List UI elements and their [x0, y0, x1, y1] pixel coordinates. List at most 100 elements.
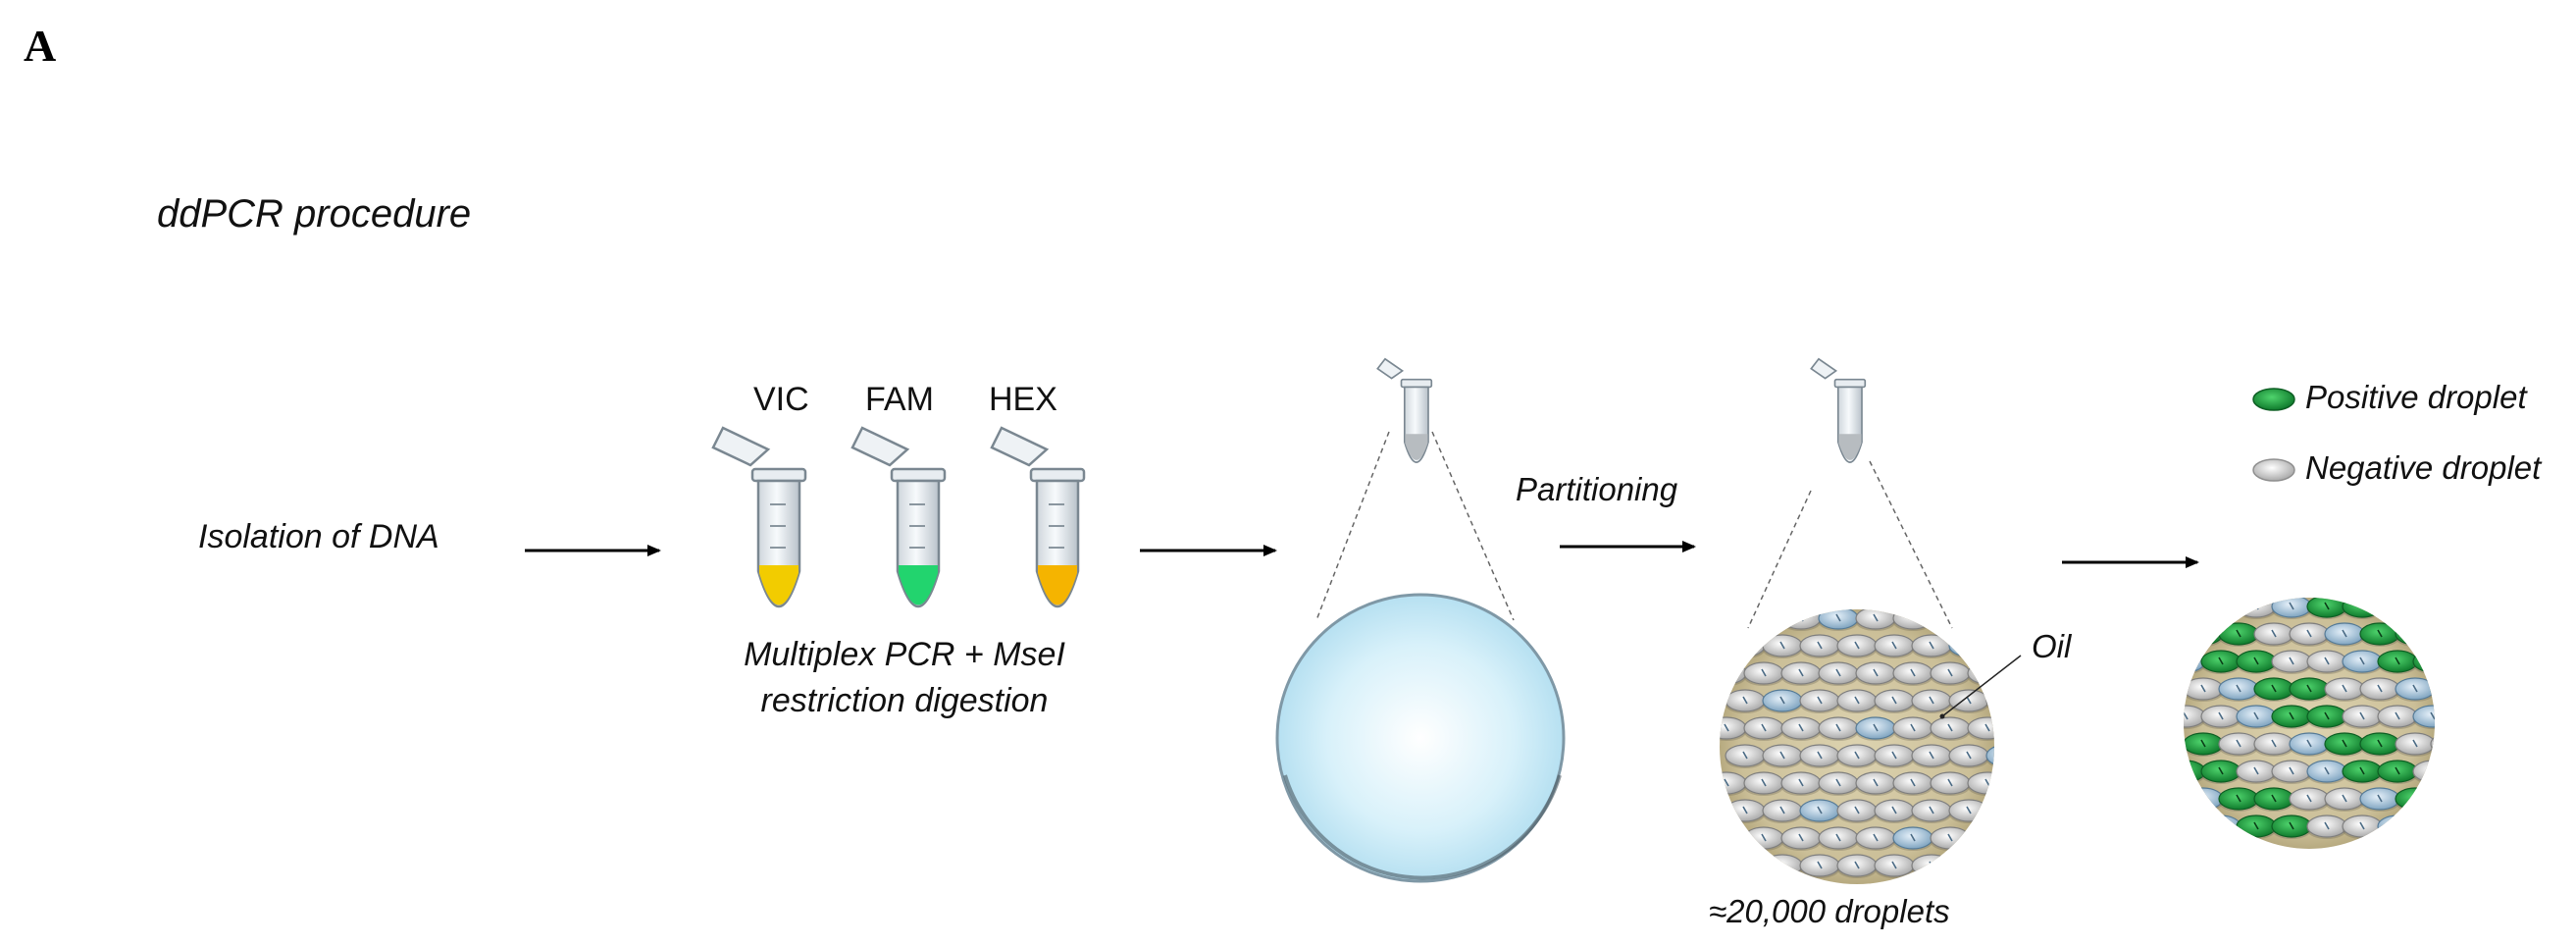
droplet-positive-49 [2200, 760, 2241, 784]
droplet-negative-51 [1818, 771, 1859, 796]
droplet-positive-58 [2253, 787, 2294, 812]
droplet-negative-25 [1762, 689, 1803, 713]
droplet-negative-74 [1799, 854, 1840, 878]
droplet-positive-62 [2395, 787, 2435, 812]
droplet-negative-61 [1911, 799, 1952, 823]
droplet-negative-8 [1725, 634, 1766, 658]
droplet-positive-67 [2271, 815, 2312, 839]
droplet-negative-46 [2395, 732, 2435, 757]
droplet-positive-14 [2395, 622, 2435, 647]
droplet-negative-62 [1948, 799, 1989, 823]
legend-positive-label: Positive droplet [2305, 379, 2527, 415]
droplet-negative-30 [1948, 689, 1989, 713]
droplet-negative-69 [2342, 815, 2383, 839]
droplet-negative-71 [1967, 826, 1994, 851]
droplet-negative-57 [1762, 799, 1803, 823]
droplet-negative-13 [1911, 634, 1952, 658]
droplet-positive-66 [2236, 815, 2277, 839]
droplet-positive-0 [2184, 598, 2206, 619]
droplet-positive-26 [2253, 677, 2294, 702]
droplet-positive-23 [2412, 650, 2435, 674]
droplet-negative-33 [2200, 705, 2241, 729]
droplet-negative-38 [2377, 705, 2418, 729]
droplet-negative-22 [1930, 661, 1971, 686]
droplet-negative-66 [1780, 826, 1822, 851]
droplet-negative-73 [1762, 854, 1803, 878]
droplet-negative-70 [2377, 815, 2418, 839]
droplet-negative-27 [1836, 689, 1878, 713]
droplet-negative-56 [2184, 787, 2224, 812]
zoom-line-left-2 [1747, 490, 1812, 629]
droplet-negative-70 [1930, 826, 1971, 851]
droplet-positive-48 [2184, 760, 2206, 784]
droplet-negative-42 [2253, 732, 2294, 757]
droplet-negative-65 [2200, 815, 2241, 839]
droplet-negative-55 [2412, 760, 2435, 784]
tube-vic [711, 426, 807, 607]
droplet-negative-41 [2218, 732, 2259, 757]
droplet-negative-52 [1855, 771, 1896, 796]
legend-negative-droplet [2252, 458, 2295, 482]
droplet-positive-4 [2306, 598, 2347, 619]
droplet-negative-16 [2184, 650, 2206, 674]
droplet-negative-79 [1985, 854, 1994, 878]
droplet-negative-4 [1855, 609, 1896, 631]
droplet-positive-8 [2184, 622, 2224, 647]
droplet-negative-58 [1799, 799, 1840, 823]
droplet-negative-61 [2359, 787, 2400, 812]
droplet-positive-17 [2200, 650, 2241, 674]
droplet-negative-1 [1743, 609, 1784, 631]
tube-partition-icon [1810, 357, 1867, 463]
droplet-negative-30 [2395, 677, 2435, 702]
droplet-negative-12 [2324, 622, 2365, 647]
droplet-negative-60 [2324, 787, 2365, 812]
droplet-negative-49 [1743, 771, 1784, 796]
droplet-negative-53 [1892, 771, 1933, 796]
droplet-negative-50 [2236, 760, 2277, 784]
droplet-negative-78 [1948, 854, 1989, 878]
droplet-positive-22 [2377, 650, 2418, 674]
droplet-positive-9 [2218, 622, 2259, 647]
droplet-negative-76 [1874, 854, 1915, 878]
droplet-negative-15 [1985, 634, 1994, 658]
zoom-line-right-2 [1869, 460, 1953, 629]
tube-hex [990, 426, 1086, 607]
droplet-negative-46 [1948, 744, 1989, 768]
droplet-negative-39 [1967, 716, 1994, 741]
droplet-negative-68 [2306, 815, 2347, 839]
legend-negative-label: Negative droplet [2305, 449, 2542, 486]
oil-pointer-line [1941, 655, 2022, 717]
droplet-negative-17 [1743, 661, 1784, 686]
step-isolation-label: Isolation of DNA [198, 518, 439, 555]
droplet-negative-18 [1780, 661, 1822, 686]
droplet-negative-21 [2342, 650, 2383, 674]
droplet-negative-3 [1818, 609, 1859, 631]
droplet-negative-55 [1967, 771, 1994, 796]
droplet-negative-33 [1743, 716, 1784, 741]
droplet-negative-29 [2359, 677, 2400, 702]
droplet-negative-24 [2184, 677, 2224, 702]
tube-label-fam: FAM [865, 381, 934, 418]
droplet-negative-64 [1720, 826, 1747, 851]
droplet-negative-10 [2253, 622, 2294, 647]
droplet-negative-44 [1874, 744, 1915, 768]
droplet-negative-5 [1892, 609, 1933, 631]
tube-fam [850, 426, 947, 607]
droplet-negative-23 [1967, 661, 1994, 686]
droplet-negative-24 [1725, 689, 1766, 713]
droplet-negative-69 [1892, 826, 1933, 851]
droplet-negative-34 [2236, 705, 2277, 729]
droplet-negative-43 [2289, 732, 2330, 757]
droplet-negative-32 [1720, 716, 1747, 741]
step-pcr-label-line2: restriction digestion [760, 682, 1049, 719]
droplet-negative-50 [1780, 771, 1822, 796]
tube-label-hex: HEX [989, 381, 1057, 418]
droplet-positive-27 [2289, 677, 2330, 702]
droplet-negative-42 [1799, 744, 1840, 768]
droplet-negative-34 [1780, 716, 1822, 741]
droplet-positive-36 [2306, 705, 2347, 729]
droplet-negative-26 [1799, 689, 1840, 713]
droplet-positive-18 [2236, 650, 2277, 674]
droplet-positive-71 [2412, 815, 2435, 839]
